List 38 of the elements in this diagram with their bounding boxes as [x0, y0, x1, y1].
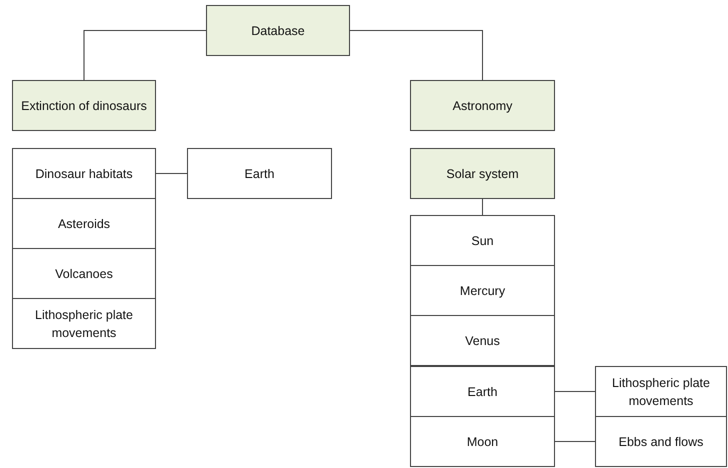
node-label: Ebbs and flows	[618, 434, 704, 450]
category-box	[12, 80, 156, 131]
node-label: Lithospheric plate movements	[611, 374, 711, 410]
connector-line	[554, 391, 596, 392]
node-label: Database	[251, 22, 305, 40]
topic-box	[410, 265, 555, 316]
node-label: Volcanoes	[55, 266, 113, 282]
node-label: Solar system	[446, 166, 519, 182]
node-label: Moon	[466, 434, 498, 450]
topic-box	[12, 198, 156, 249]
connector-line	[482, 198, 483, 216]
topic-box	[410, 416, 555, 467]
node-label: Sun	[471, 232, 494, 250]
topic-box	[595, 366, 727, 417]
topic-box	[187, 148, 332, 199]
topic-box	[410, 315, 555, 366]
node-label: Mercury	[460, 282, 506, 300]
connector-line	[84, 30, 206, 80]
category-box	[410, 148, 555, 199]
node-label: Earth	[244, 166, 274, 182]
topic-box	[12, 248, 156, 299]
connector-line	[350, 30, 483, 80]
topic-box	[12, 298, 156, 349]
category-box	[206, 5, 350, 56]
node-label: Extinction of dinosaurs	[21, 98, 147, 114]
category-box	[410, 80, 555, 131]
topic-box	[595, 416, 727, 467]
node-label: Asteroids	[58, 216, 110, 232]
node-label: Venus	[465, 332, 500, 350]
topic-box	[410, 366, 555, 417]
connector-line	[554, 441, 596, 442]
node-label: Lithospheric plate movements	[34, 306, 134, 342]
node-label: Dinosaur habitats	[35, 166, 133, 182]
node-label: Astronomy	[452, 98, 512, 114]
topic-box	[12, 148, 156, 199]
node-label: Earth	[468, 384, 498, 400]
topic-box	[410, 215, 555, 266]
connector-line	[156, 173, 188, 174]
